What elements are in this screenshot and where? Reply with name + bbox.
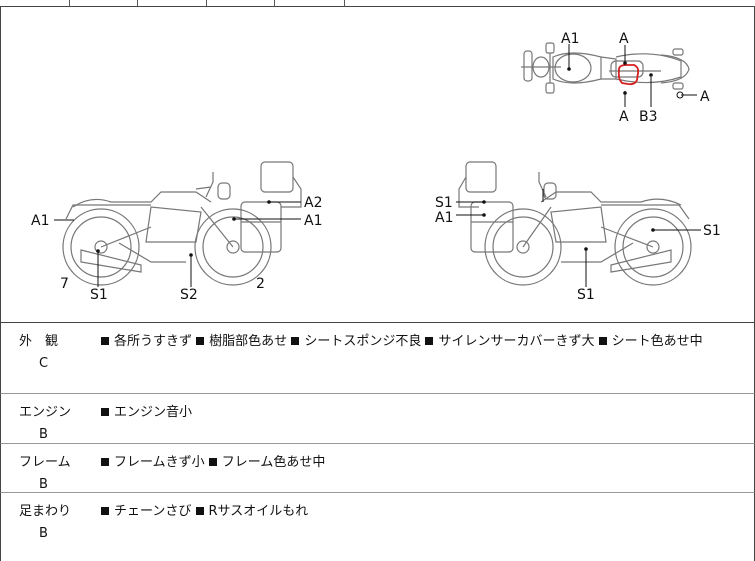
diagram-label: A xyxy=(619,109,629,125)
condition-item: チェーンさび xyxy=(101,504,191,519)
condition-items: フレームきず小 フレーム色あせ中 xyxy=(101,452,744,474)
bullet-square-icon xyxy=(196,337,205,345)
diagram-label: S2 xyxy=(180,287,198,303)
category-cell: 外 観 C xyxy=(19,331,89,375)
diagram-label: A1 xyxy=(435,210,453,226)
header-cell xyxy=(275,0,345,7)
bullet-square-icon xyxy=(195,507,204,515)
section-exterior: 外 観 C 各所うすきず 樹脂部色あせ シートスポンジ不良 サイレンサーカバーき… xyxy=(0,323,755,394)
diagram-label: A1 xyxy=(31,213,49,229)
condition-item: フレーム色あせ中 xyxy=(208,455,325,470)
category-grade: B xyxy=(39,427,48,442)
section-suspension: 足まわり B チェーンさび Rサスオイルもれ xyxy=(0,493,755,561)
condition-item: Rサスオイルもれ xyxy=(195,504,308,519)
diagram-label: A2 xyxy=(304,195,322,211)
header-cell xyxy=(138,0,207,7)
left-side-motorcycle xyxy=(62,161,302,286)
bullet-square-icon xyxy=(101,458,109,466)
category-grade: B xyxy=(39,477,48,492)
diagram-label: 2 xyxy=(256,276,265,292)
diagram-label: A1 xyxy=(561,31,579,47)
motorcycle-diagram-svg: A1 A A A B3 A1 A2 A1 7 S1 S2 2 S1 A1 S1 … xyxy=(31,31,721,303)
condition-item: 各所うすきず xyxy=(101,334,192,349)
bullet-square-icon xyxy=(101,507,109,515)
header-table-row xyxy=(0,0,755,7)
bullet-square-icon xyxy=(101,408,109,416)
diagram-label: S1 xyxy=(435,195,453,211)
bullet-square-icon xyxy=(291,337,300,345)
condition-item: エンジン音小 xyxy=(101,405,192,420)
header-cell xyxy=(0,0,70,7)
diagram-label: A1 xyxy=(304,213,322,229)
category-name: フレーム xyxy=(19,455,71,470)
diagram-label: A xyxy=(619,31,629,47)
condition-items: チェーンさび Rサスオイルもれ xyxy=(101,501,744,523)
diagram-label: S1 xyxy=(577,287,595,303)
damage-diagram: A1 A A A B3 A1 A2 A1 7 S1 S2 2 S1 A1 S1 … xyxy=(0,7,755,323)
header-cell xyxy=(70,0,138,7)
diagram-label: 7 xyxy=(60,276,69,292)
right-side-motorcycle xyxy=(458,161,692,286)
diagram-label: S1 xyxy=(90,287,108,303)
condition-item: シートスポンジ不良 xyxy=(291,334,421,349)
damage-marker xyxy=(617,64,640,86)
category-cell: フレーム B xyxy=(19,452,89,496)
header-cell xyxy=(207,0,275,7)
section-frame: フレーム B フレームきず小 フレーム色あせ中 xyxy=(0,444,755,493)
category-name: 足まわり xyxy=(19,504,72,519)
diagram-label: A xyxy=(700,89,710,105)
category-name: 外 観 xyxy=(19,334,59,349)
condition-item: フレームきず小 xyxy=(101,455,205,470)
bullet-square-icon xyxy=(208,458,217,466)
condition-item: 樹脂部色あせ xyxy=(196,334,287,349)
category-grade: B xyxy=(39,526,48,541)
bullet-square-icon xyxy=(425,337,434,345)
top-view-motorcycle xyxy=(521,42,690,94)
bullet-square-icon xyxy=(101,337,109,345)
category-name: エンジン xyxy=(19,405,72,420)
category-cell: 足まわり B xyxy=(19,501,89,545)
condition-item: サイレンサーカバーきず大 xyxy=(425,334,594,349)
bullet-square-icon xyxy=(598,337,607,345)
condition-items: エンジン音小 xyxy=(101,402,744,424)
category-cell: エンジン B xyxy=(19,402,89,446)
diagram-label: S1 xyxy=(703,223,721,239)
section-engine: エンジン B エンジン音小 xyxy=(0,394,755,444)
condition-items: 各所うすきず 樹脂部色あせ シートスポンジ不良 サイレンサーカバーきず大 シート… xyxy=(101,331,744,353)
condition-item: シート色あせ中 xyxy=(598,334,703,349)
diagram-label: B3 xyxy=(639,109,658,125)
category-grade: C xyxy=(39,356,49,371)
